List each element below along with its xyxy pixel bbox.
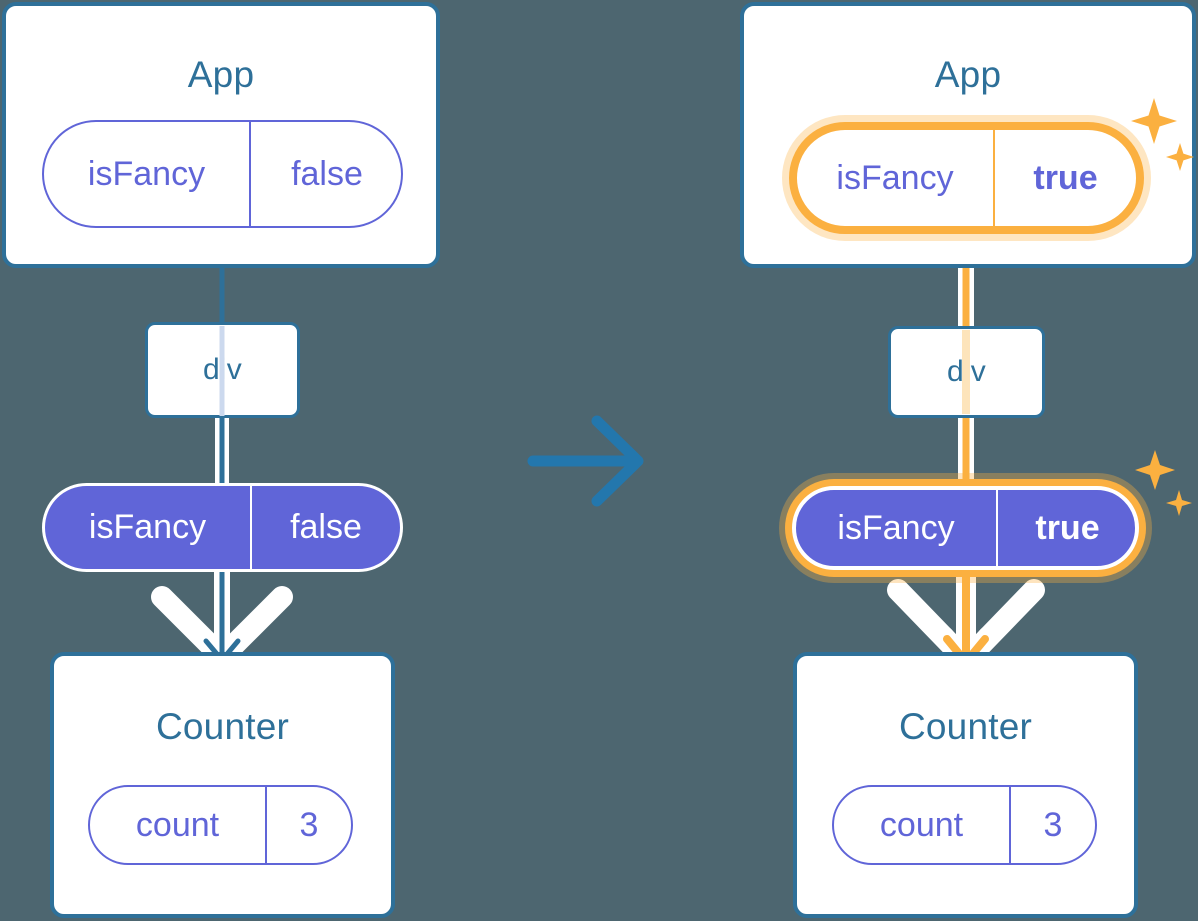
counter-state-key-after: count [879,805,964,844]
prop-pill-before: isFancy false [42,483,403,572]
counter-title-before: Counter [155,706,290,747]
app-title-after: App [934,54,1002,95]
counter-state-key-before: count [135,805,220,844]
counter-state-pill-before: count 3 [88,785,353,865]
app-state-value-before: false [249,122,401,226]
prop-pill-after[interactable]: isFancy true [792,486,1139,570]
arrow-right-icon [527,415,644,507]
app-state-pill-before: isFancy false [42,120,403,228]
counter-state-value-after: 3 [1009,787,1095,863]
counter-state-value-before: 3 [265,787,351,863]
prop-value-after: true [996,490,1135,566]
counter-title-after: Counter [898,706,1033,747]
counter-state-pill-after: count 3 [832,785,1097,865]
app-state-key-after: isFancy [836,158,954,197]
app-state-pill-after[interactable]: isFancy true [789,122,1144,234]
app-state-value-after: true [993,130,1136,226]
app-title-before: App [187,54,255,95]
prop-value-before: false [250,486,400,569]
prop-key-before: isFancy [88,508,207,546]
app-state-key-before: isFancy [87,154,206,193]
prop-key-after: isFancy [837,508,955,547]
